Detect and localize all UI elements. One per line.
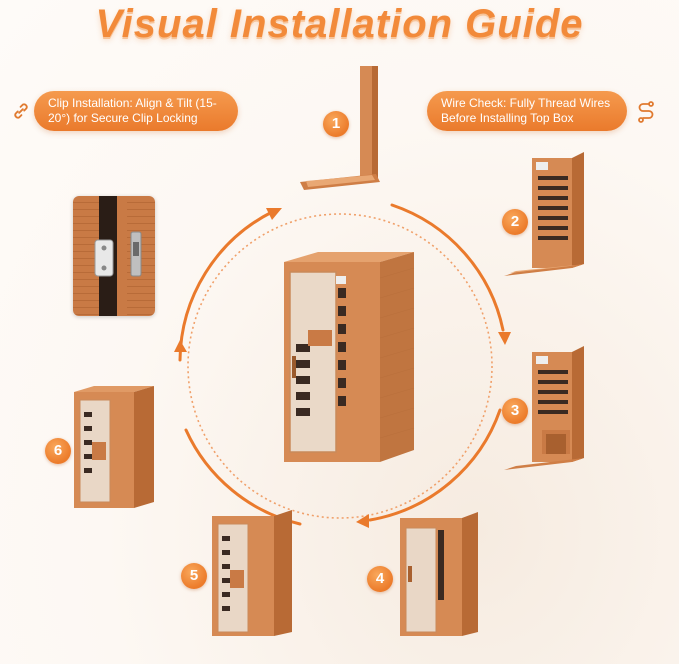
clip-detail-closeup bbox=[73, 196, 155, 316]
step-6-badge: 6 bbox=[45, 438, 71, 464]
step-1-badge: 1 bbox=[323, 111, 349, 137]
step-3-badge: 3 bbox=[502, 398, 528, 424]
step-5-badge: 5 bbox=[181, 563, 207, 589]
step-6-illustration bbox=[74, 386, 154, 508]
step-4-illustration bbox=[400, 512, 478, 636]
step-1-illustration bbox=[300, 66, 380, 190]
wire-route-icon bbox=[638, 101, 654, 123]
clip-detail-graphic bbox=[94, 196, 142, 316]
step-2-badge: 2 bbox=[502, 209, 528, 235]
assembled-sauna-illustration bbox=[284, 252, 415, 462]
wire-check-callout: Wire Check: Fully Thread Wires Before In… bbox=[427, 91, 627, 131]
link-icon bbox=[14, 103, 28, 119]
step-3-illustration bbox=[504, 346, 584, 470]
step-2-illustration bbox=[504, 152, 584, 276]
page-title: Visual Installation Guide bbox=[95, 2, 584, 46]
step-5-illustration bbox=[212, 510, 292, 636]
step-4-badge: 4 bbox=[367, 566, 393, 592]
clip-installation-callout: Clip Installation: Align & Tilt (15-20°)… bbox=[34, 91, 238, 131]
